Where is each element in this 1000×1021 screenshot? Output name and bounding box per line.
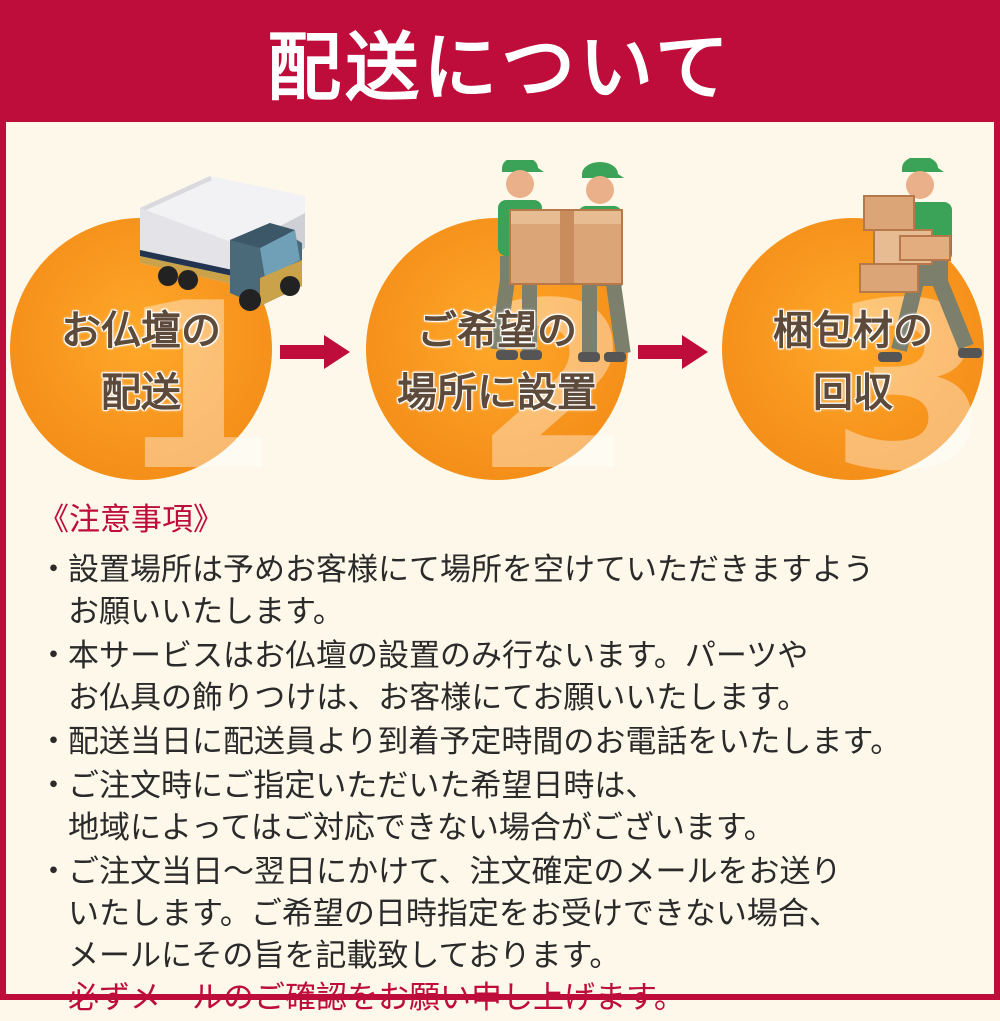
step-label: ご希望の 場所に設置 [366, 300, 628, 424]
notes-section: 《注意事項》 ・ 設置場所は予めお客様にて場所を空けていただきますよう お願いい… [38, 494, 978, 1021]
page-title: 配送について [267, 24, 733, 111]
notes-list: ・ 設置場所は予めお客様にて場所を空けていただきますよう お願いいたします。 ・… [38, 549, 978, 1019]
notes-heading: 《注意事項》 [38, 502, 224, 538]
note-line: いたします。ご希望の日時指定をお受けできない場合、 [68, 896, 840, 932]
note-line: ご注文時にご指定いただいた希望日時は、 [68, 768, 657, 804]
note-line: メールにその旨を記載致しております。 [68, 938, 621, 974]
step-label: お仏壇の 配送 [10, 300, 272, 424]
bullet: ・ [38, 724, 69, 760]
step-label-line: 梱包材の [773, 308, 933, 354]
bullet: ・ [38, 854, 69, 890]
truck-icon [140, 176, 305, 311]
step-label-line: ご希望の [417, 308, 577, 354]
note-line: 配送当日に配送員より到着予定時間のお電話をいたします。 [68, 724, 902, 760]
bullet: ・ [38, 552, 69, 588]
arrow-right-icon [638, 335, 708, 369]
list-item: ・ 配送当日に配送員より到着予定時間のお電話をいたします。 [38, 721, 978, 763]
list-item: ・ ご注文時にご指定いただいた希望日時は、 地域によってはご対応できない場合がご… [38, 765, 978, 849]
list-item: ・ 設置場所は予めお客様にて場所を空けていただきますよう お願いいたします。 [38, 549, 978, 633]
page-frame [0, 0, 1000, 1000]
arrow-right-icon [280, 335, 350, 369]
list-item: ・ 本サービスはお仏壇の設置のみ行ないます。パーツや お仏具の飾りつけは、お客様… [38, 635, 978, 719]
step-number: 1 [117, 255, 278, 522]
header-banner: 配送について [0, 0, 1000, 122]
step-label: 梱包材の 回収 [722, 300, 984, 424]
step-3-circle: 3 梱包材の 回収 [722, 218, 990, 504]
note-line: 本サービスはお仏壇の設置のみ行ないます。パーツや [68, 638, 809, 674]
note-line: 地域によってはご対応できない場合がございます。 [68, 810, 775, 846]
bullet: ・ [38, 638, 69, 674]
list-item: ・ ご注文当日～翌日にかけて、注文確定のメールをお送り いたします。ご希望の日時… [38, 851, 978, 1019]
note-emphasis: 必ずメールのご確認をお願い申し上げます。 [68, 980, 685, 1016]
bullet: ・ [38, 768, 69, 804]
step-label-line: 回収 [813, 370, 893, 416]
note-line: お願いいたします。 [68, 594, 344, 630]
note-line: お仏具の飾りつけは、お客様にてお願いいたします。 [68, 680, 809, 716]
step-label-line: 場所に設置 [397, 370, 597, 416]
packing-material-worker-icon [859, 158, 982, 362]
note-line: ご注文当日～翌日にかけて、注文確定のメールをお送り [68, 854, 842, 890]
delivery-workers-icon [490, 160, 631, 362]
step-label-line: 配送 [101, 370, 181, 416]
step-label-line: お仏壇の [61, 308, 221, 354]
note-line: 設置場所は予めお客様にて場所を空けていただきますよう [68, 552, 874, 588]
